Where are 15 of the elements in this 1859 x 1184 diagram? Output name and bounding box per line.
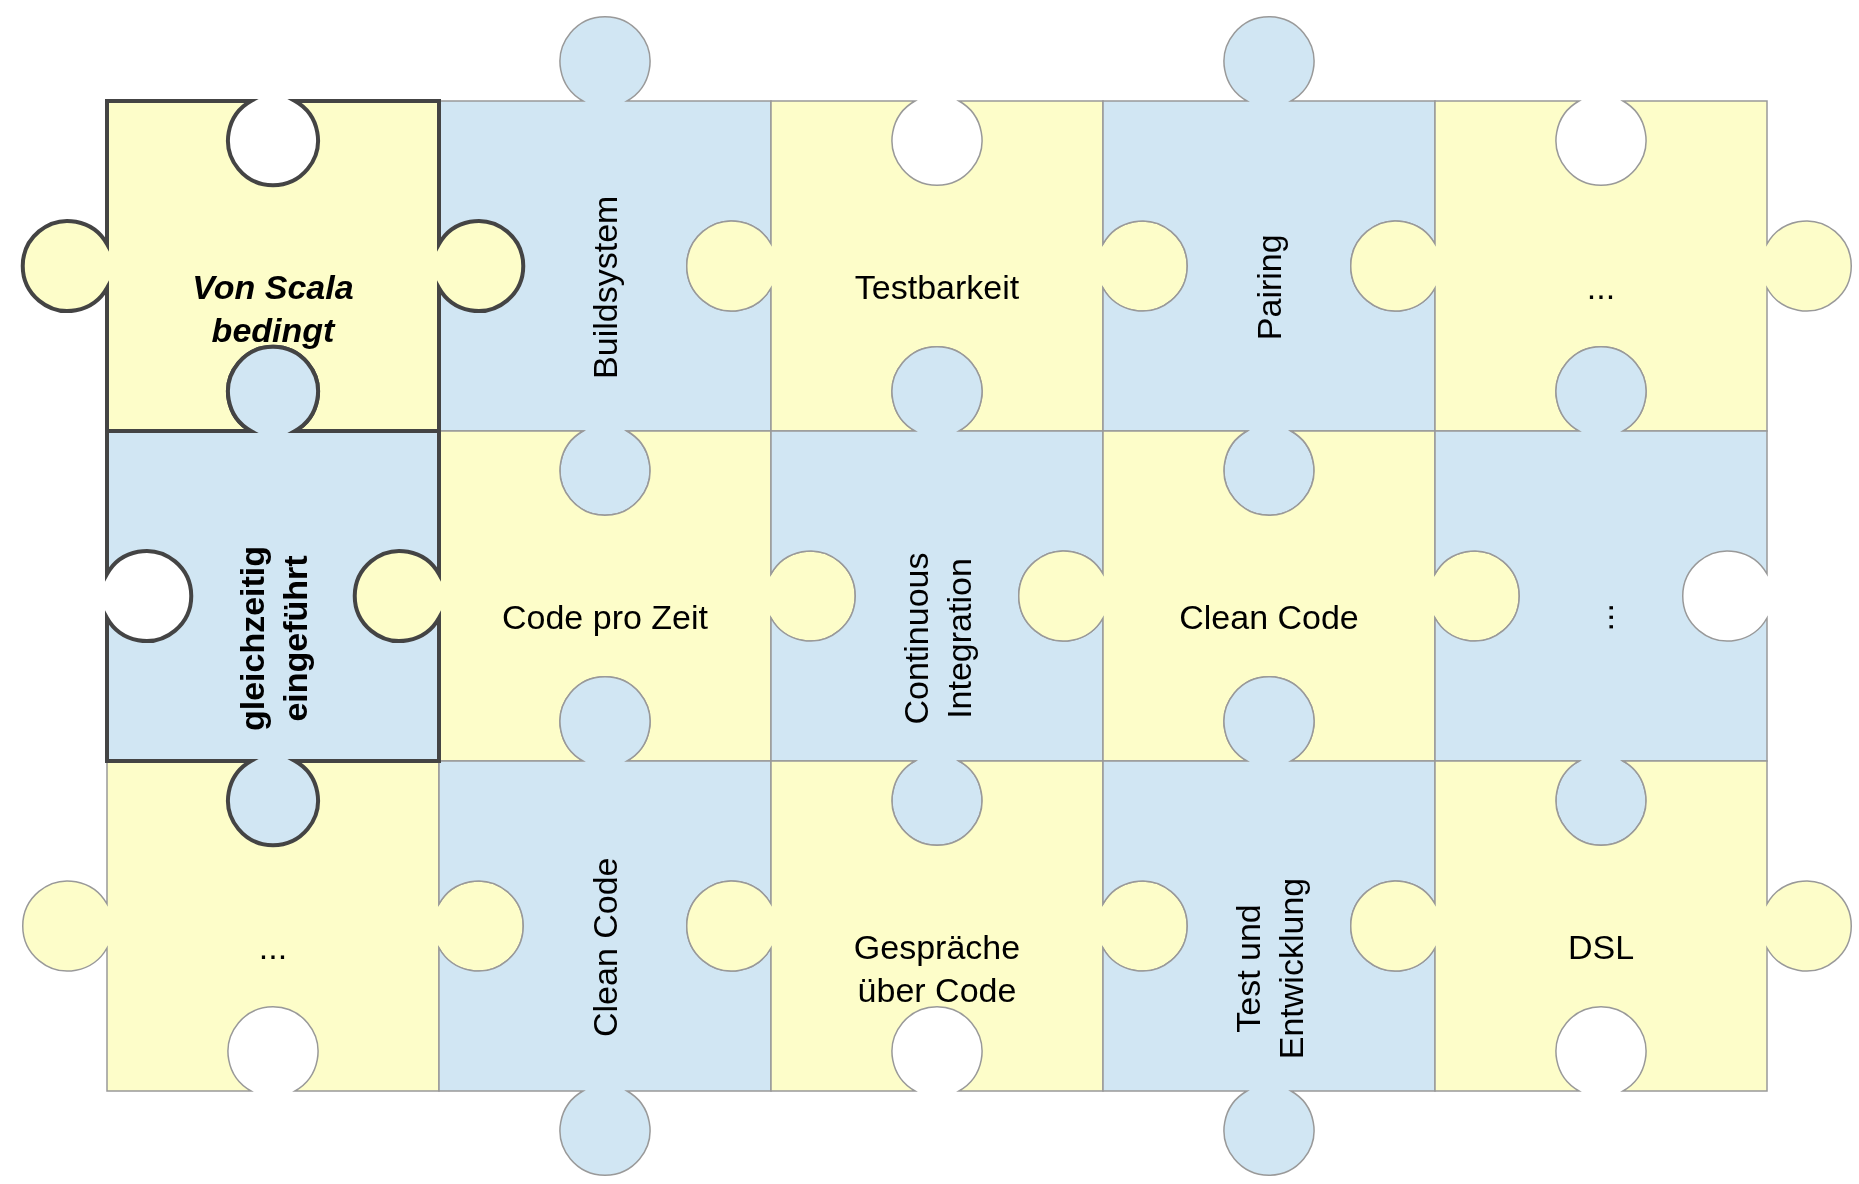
piece-label: Testbarkeit xyxy=(853,267,1021,308)
piece-label: Test und Entwicklung xyxy=(1227,876,1311,1062)
piece-label: Code pro Zeit xyxy=(501,597,709,638)
piece-label: Buildsystem xyxy=(584,194,625,381)
piece-label: Clean Code xyxy=(1178,597,1360,638)
piece-label: DSL xyxy=(1566,927,1636,968)
piece-label: Von Scala bedingt xyxy=(191,267,355,351)
piece-label: Continuous Integration xyxy=(895,551,979,727)
piece-label: ... xyxy=(1580,602,1621,634)
piece-label: Clean Code xyxy=(584,856,625,1040)
piece-label: Pairing xyxy=(1248,233,1289,343)
piece-label: ... xyxy=(1585,267,1617,308)
piece-label: Gespräche über Code xyxy=(852,927,1022,1011)
piece-label: gleichzeitig eingeführt xyxy=(231,544,315,734)
piece-label: ... xyxy=(257,927,289,968)
